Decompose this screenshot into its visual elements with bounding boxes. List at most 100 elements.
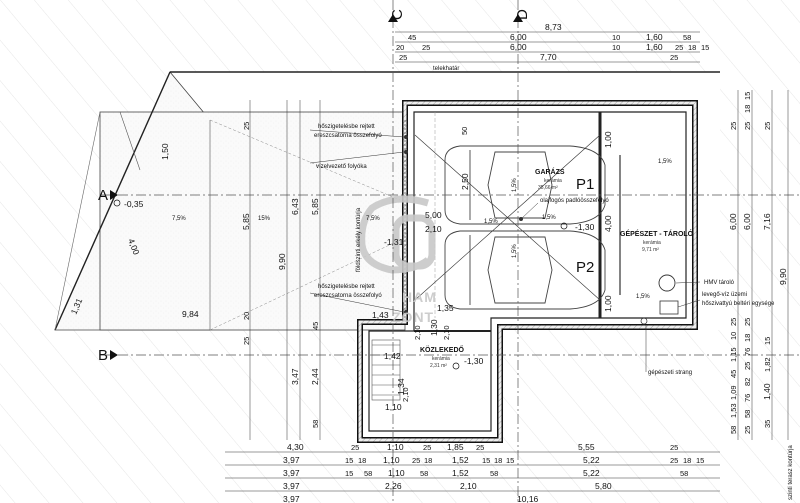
bottom-r3-5: 1,52 bbox=[452, 468, 469, 478]
bottom-r1-7: 25 bbox=[670, 443, 678, 452]
car-p1 bbox=[444, 145, 606, 225]
room-mech-material: kerámia bbox=[643, 240, 661, 246]
left-dim-7: 45 bbox=[311, 322, 320, 330]
slope-8: 1,5% bbox=[512, 178, 518, 192]
bottom-r2-2: 18 bbox=[358, 456, 366, 465]
right-c3-4: 1,40 bbox=[762, 383, 772, 400]
top-dim-r3-0: 20 bbox=[396, 43, 404, 52]
slope-2: 15% bbox=[258, 216, 271, 222]
top-dim-r3-5: 25 bbox=[675, 43, 683, 52]
inner-dim-3: 2,10 bbox=[425, 224, 442, 234]
parking-p1: P1 bbox=[576, 176, 594, 193]
level-l1: -0,35 bbox=[124, 199, 144, 209]
right-c1-7: 1,53 bbox=[729, 403, 738, 418]
bottom-r1-2: 1,10 bbox=[387, 442, 404, 452]
top-dim-r2-2: 10 bbox=[612, 33, 620, 42]
bottom-r4-2: 2,10 bbox=[460, 481, 477, 491]
right-c2-11: 25 bbox=[743, 426, 752, 434]
top-dim-r3-3: 10 bbox=[612, 43, 620, 52]
section-c-label: C bbox=[389, 9, 406, 20]
top-dim-r4-0: 25 bbox=[399, 53, 407, 62]
level-markers bbox=[113, 199, 568, 370]
right-c1-6: 1,09 bbox=[729, 385, 738, 400]
right-c2-4: 25 bbox=[743, 318, 752, 326]
inner-dim-10: 2,10 bbox=[401, 387, 410, 402]
top-dim-r4-1: 7,70 bbox=[540, 52, 557, 62]
right-c2-9: 76 bbox=[743, 394, 752, 402]
watermark-text-1: HAM bbox=[402, 289, 437, 305]
room-corridor-name: KÖZLEKEDŐ bbox=[420, 345, 465, 354]
bottom-r2-6: 1,52 bbox=[452, 455, 469, 465]
label-vizelvezeto: vízelvezető folyóka bbox=[316, 164, 367, 170]
label-levego-1: levegő-víz üzemi bbox=[702, 292, 747, 298]
bottom-r5-1: 10,16 bbox=[517, 494, 539, 503]
right-c1-0: 25 bbox=[729, 122, 738, 130]
inner-dim-1: 50 bbox=[460, 127, 469, 135]
level-l4: -1,30 bbox=[464, 356, 484, 366]
label-terasz: szinti terasz kontúrja bbox=[788, 445, 794, 500]
room-corridor-area: 2,31 m² bbox=[430, 363, 447, 369]
right-c1-8: 58 bbox=[729, 426, 738, 434]
bottom-r3-3: 1,10 bbox=[388, 468, 405, 478]
right-c1-2: 25 bbox=[729, 318, 738, 326]
left-dim-9: 2,44 bbox=[310, 368, 320, 385]
right-c1-3: 10 bbox=[729, 332, 738, 340]
top-dim-r3-4: 1,60 bbox=[646, 42, 663, 52]
right-c3-5: 35 bbox=[763, 420, 772, 428]
bottom-r2-10: 5,22 bbox=[583, 455, 600, 465]
left-dim-1: 5,85 bbox=[241, 213, 251, 230]
left-dim-3: 6,43 bbox=[290, 198, 300, 215]
parking-p2: P2 bbox=[576, 259, 594, 276]
watermark-text-2: ZONT bbox=[392, 309, 434, 325]
bottom-r2-13: 15 bbox=[696, 456, 704, 465]
bottom-r2-11: 25 bbox=[670, 456, 678, 465]
right-c2-10: 58 bbox=[743, 410, 752, 418]
top-dim-r2-3: 1,60 bbox=[646, 32, 663, 42]
bottom-r3-7: 5,22 bbox=[583, 468, 600, 478]
left-dim-5: 25 bbox=[242, 337, 251, 345]
level-l2: -1,30 bbox=[575, 222, 595, 232]
left-dim-8: 3,47 bbox=[290, 368, 300, 385]
room-mech-area: 9,71 m² bbox=[642, 247, 659, 253]
slope-5: 1,5% bbox=[542, 215, 556, 221]
bottom-r2-7: 15 bbox=[482, 456, 490, 465]
bottom-r1-5: 25 bbox=[476, 443, 484, 452]
right-c2-5: 18 bbox=[743, 334, 752, 342]
top-dim-total: 8,73 bbox=[545, 22, 562, 32]
inner-dim-8: 1,43 bbox=[372, 310, 389, 320]
section-a-label: A bbox=[98, 187, 108, 204]
top-dim-r3-7: 15 bbox=[701, 43, 709, 52]
inner-dim-14: 1,50 bbox=[160, 143, 170, 160]
right-c1-1: 6,00 bbox=[728, 213, 738, 230]
bottom-r2-9: 15 bbox=[506, 456, 514, 465]
bottom-r5-0: 3,97 bbox=[283, 494, 300, 503]
boundary-label: telekhatár bbox=[433, 66, 459, 72]
left-dim-6: 20 bbox=[242, 312, 251, 320]
label-eresz-2: ereszcsatorna összefolyó bbox=[314, 293, 382, 299]
bottom-r2-0: 3,97 bbox=[283, 455, 300, 465]
room-corridor-material: kerámia bbox=[432, 356, 450, 362]
label-hoszig-2: hőszigetelésbe rejtett bbox=[318, 284, 375, 290]
building-walls bbox=[357, 100, 698, 443]
bottom-r4-0: 3,97 bbox=[283, 481, 300, 491]
inner-dim-12: 1,10 bbox=[385, 402, 402, 412]
bottom-r1-0: 4,30 bbox=[287, 442, 304, 452]
inner-dim-4: 1,35 bbox=[437, 303, 454, 313]
inner-dim-11: 1,34 bbox=[396, 378, 406, 395]
right-c2-3: 6,00 bbox=[742, 213, 752, 230]
bottom-r2-12: 18 bbox=[683, 456, 691, 465]
left-dim-10: 58 bbox=[311, 420, 320, 428]
label-strang: gépészeti strang bbox=[648, 370, 692, 376]
top-dim-r3-2: 6,00 bbox=[510, 42, 527, 52]
label-erkely: földszinti erkély kontúrja bbox=[356, 207, 362, 272]
gully-symbol bbox=[404, 150, 408, 154]
left-dim-lines bbox=[249, 100, 321, 440]
right-dim-lines bbox=[737, 90, 789, 440]
top-dim-r3-1: 25 bbox=[422, 43, 430, 52]
section-marks: C D A B bbox=[98, 0, 800, 503]
label-hmv: HMV tároló bbox=[704, 280, 735, 286]
right-c3-1: 7,16 bbox=[762, 213, 772, 230]
right-c2-1: 18 bbox=[743, 105, 752, 113]
top-dim-r2-4: 58 bbox=[683, 33, 691, 42]
